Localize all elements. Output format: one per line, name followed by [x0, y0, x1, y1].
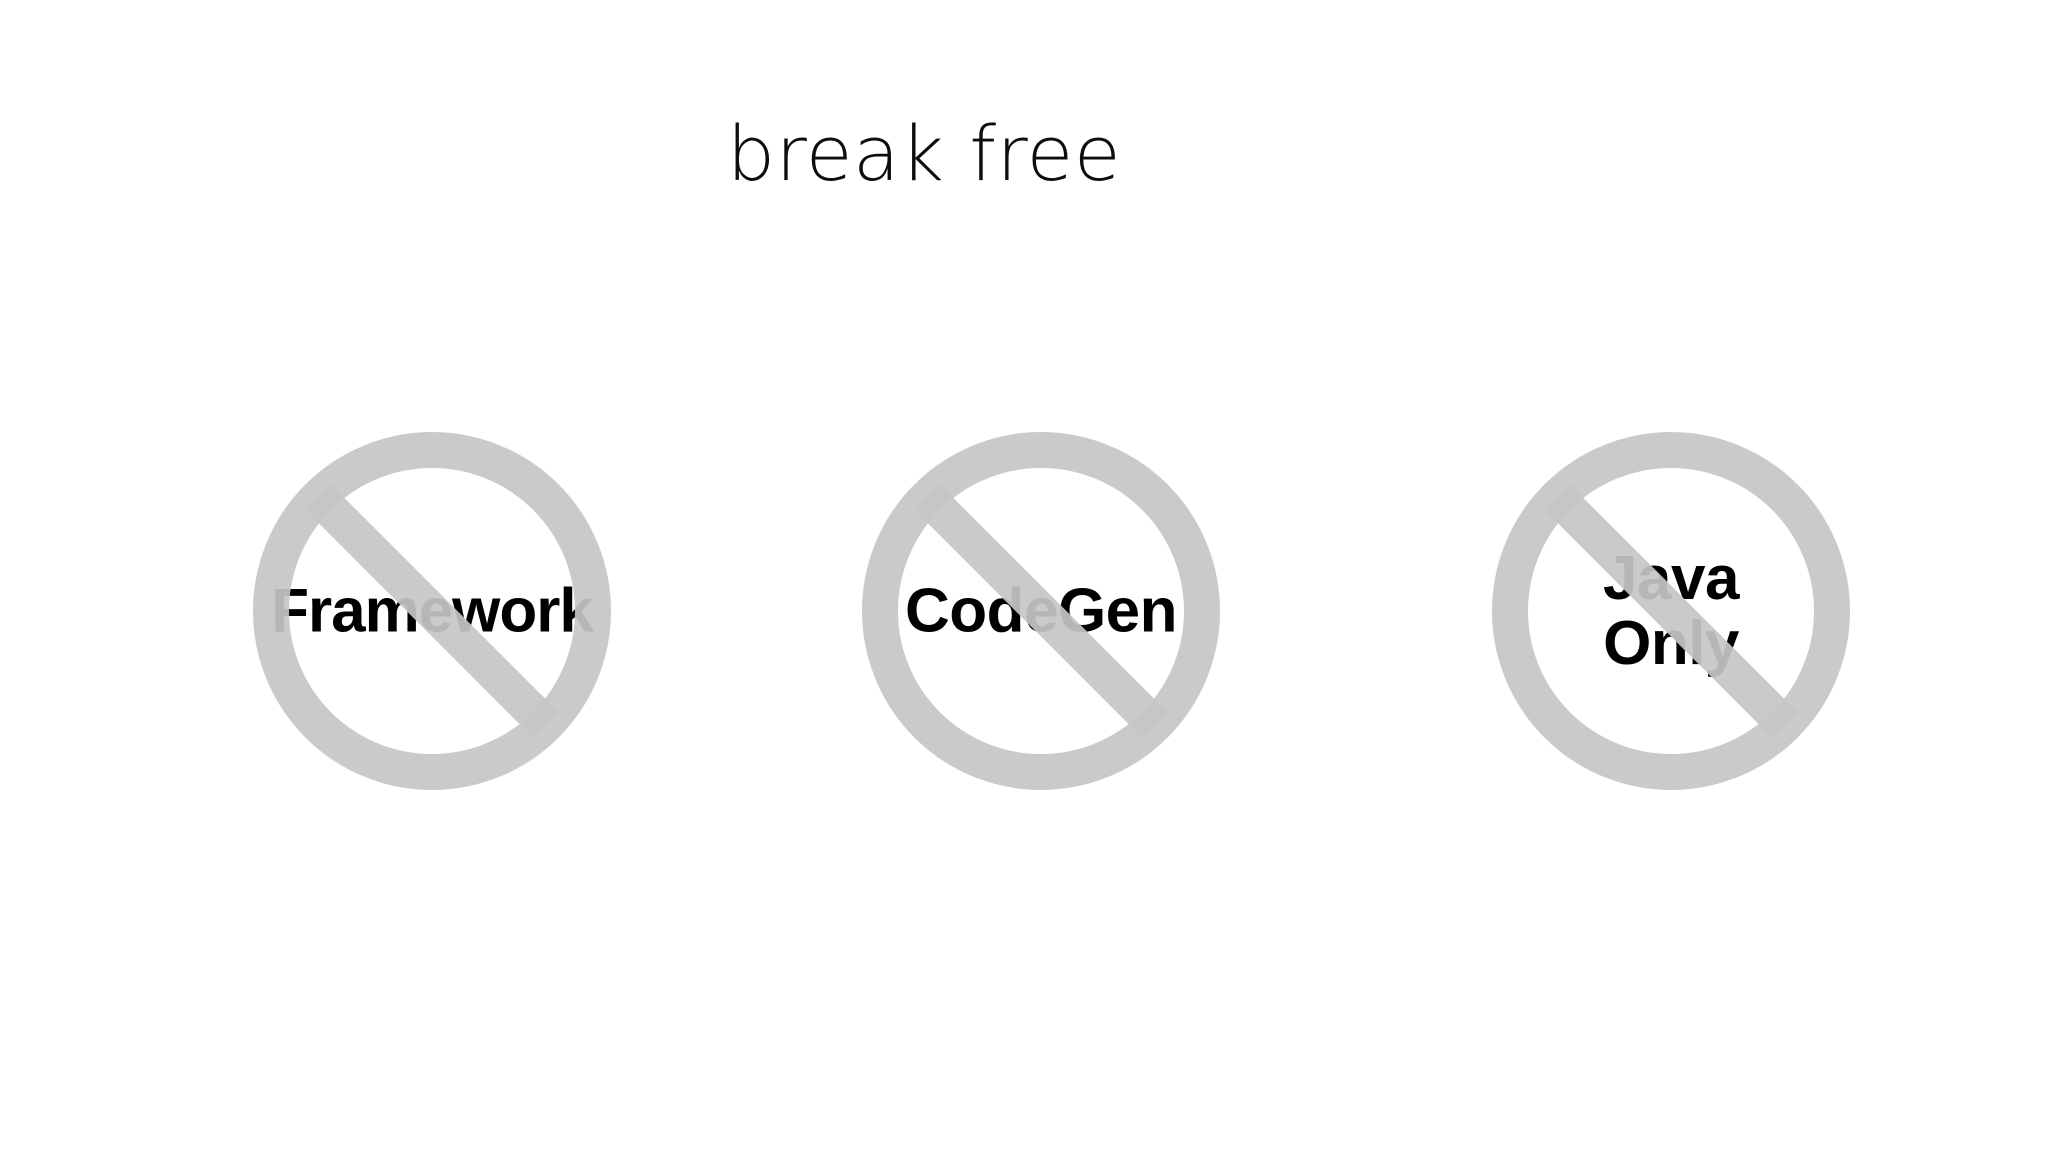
- page-title: break free: [726, 109, 1122, 198]
- prohibition-sign-framework: Framework: [253, 432, 611, 790]
- prohibition-sign-label: CodeGen: [904, 576, 1178, 646]
- prohibition-sign-label: Framework: [271, 576, 594, 646]
- prohibition-sign-java-only: Java Only: [1492, 432, 1850, 790]
- prohibition-sign-codegen: CodeGen: [862, 432, 1220, 790]
- prohibition-sign-label: Java Only: [1603, 543, 1739, 678]
